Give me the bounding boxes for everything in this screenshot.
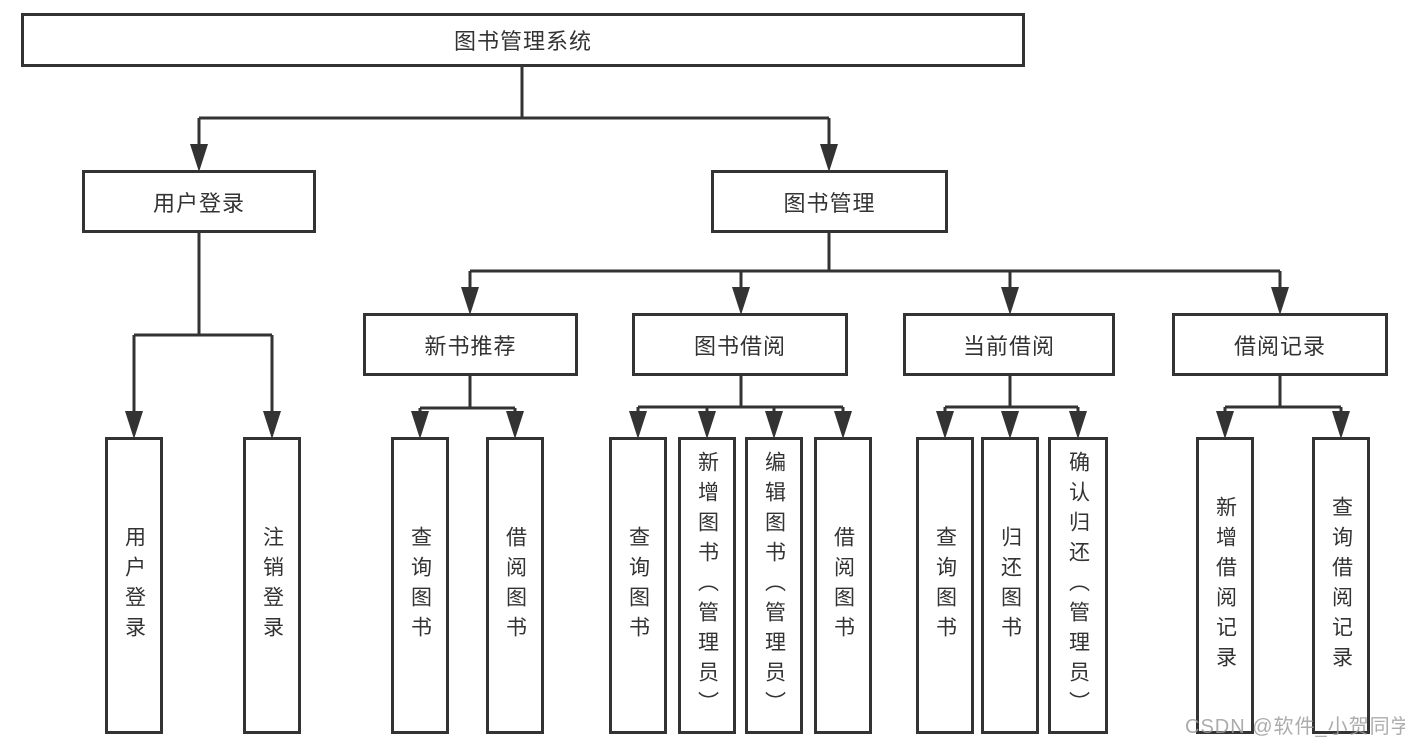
leaf-records-query-borrow-record: 查询借阅记录 [1312, 437, 1370, 734]
leaf-current-query-books: 查询图书 [916, 437, 974, 734]
leaf-logout: 注销登录 [243, 437, 301, 734]
connector-current-to-leaves [936, 376, 1087, 439]
leaf-borrowing-query-books: 查询图书 [609, 437, 667, 734]
connector-borrowing-to-leaves [629, 376, 852, 439]
leaf-recommend-borrow-books: 借阅图书 [486, 437, 544, 734]
leaf-current-return-books: 归还图书 [981, 437, 1039, 734]
connector-book-management-to-level3 [461, 233, 1289, 315]
leaf-recommend-query-books: 查询图书 [391, 437, 449, 734]
node-user-login: 用户登录 [82, 170, 316, 233]
connector-records-to-leaves [1216, 376, 1350, 439]
node-new-book-recommend: 新书推荐 [363, 313, 578, 376]
leaf-borrowing-edit-books-admin: 编辑图书（管理员） [745, 437, 803, 734]
leaf-records-add-borrow-record: 新增借阅记录 [1196, 437, 1254, 734]
node-book-management: 图书管理 [711, 170, 948, 233]
leaf-borrowing-borrow-books: 借阅图书 [814, 437, 872, 734]
watermark: CSDN @软件_小贺同学 [1185, 716, 1405, 738]
connector-recommend-to-leaves [411, 376, 524, 439]
leaf-borrowing-add-books-admin: 新增图书（管理员） [678, 437, 736, 734]
node-borrowing-records: 借阅记录 [1172, 313, 1388, 376]
node-library-management-system: 图书管理系统 [21, 13, 1025, 67]
leaf-current-confirm-return-admin: 确认归还（管理员） [1048, 437, 1108, 734]
node-book-borrowing: 图书借阅 [632, 313, 848, 376]
leaf-user-login: 用户登录 [105, 437, 163, 734]
connector-user-login-to-leaves [125, 233, 281, 439]
connector-root-to-level2 [190, 66, 838, 172]
node-current-borrowing: 当前借阅 [903, 313, 1115, 376]
